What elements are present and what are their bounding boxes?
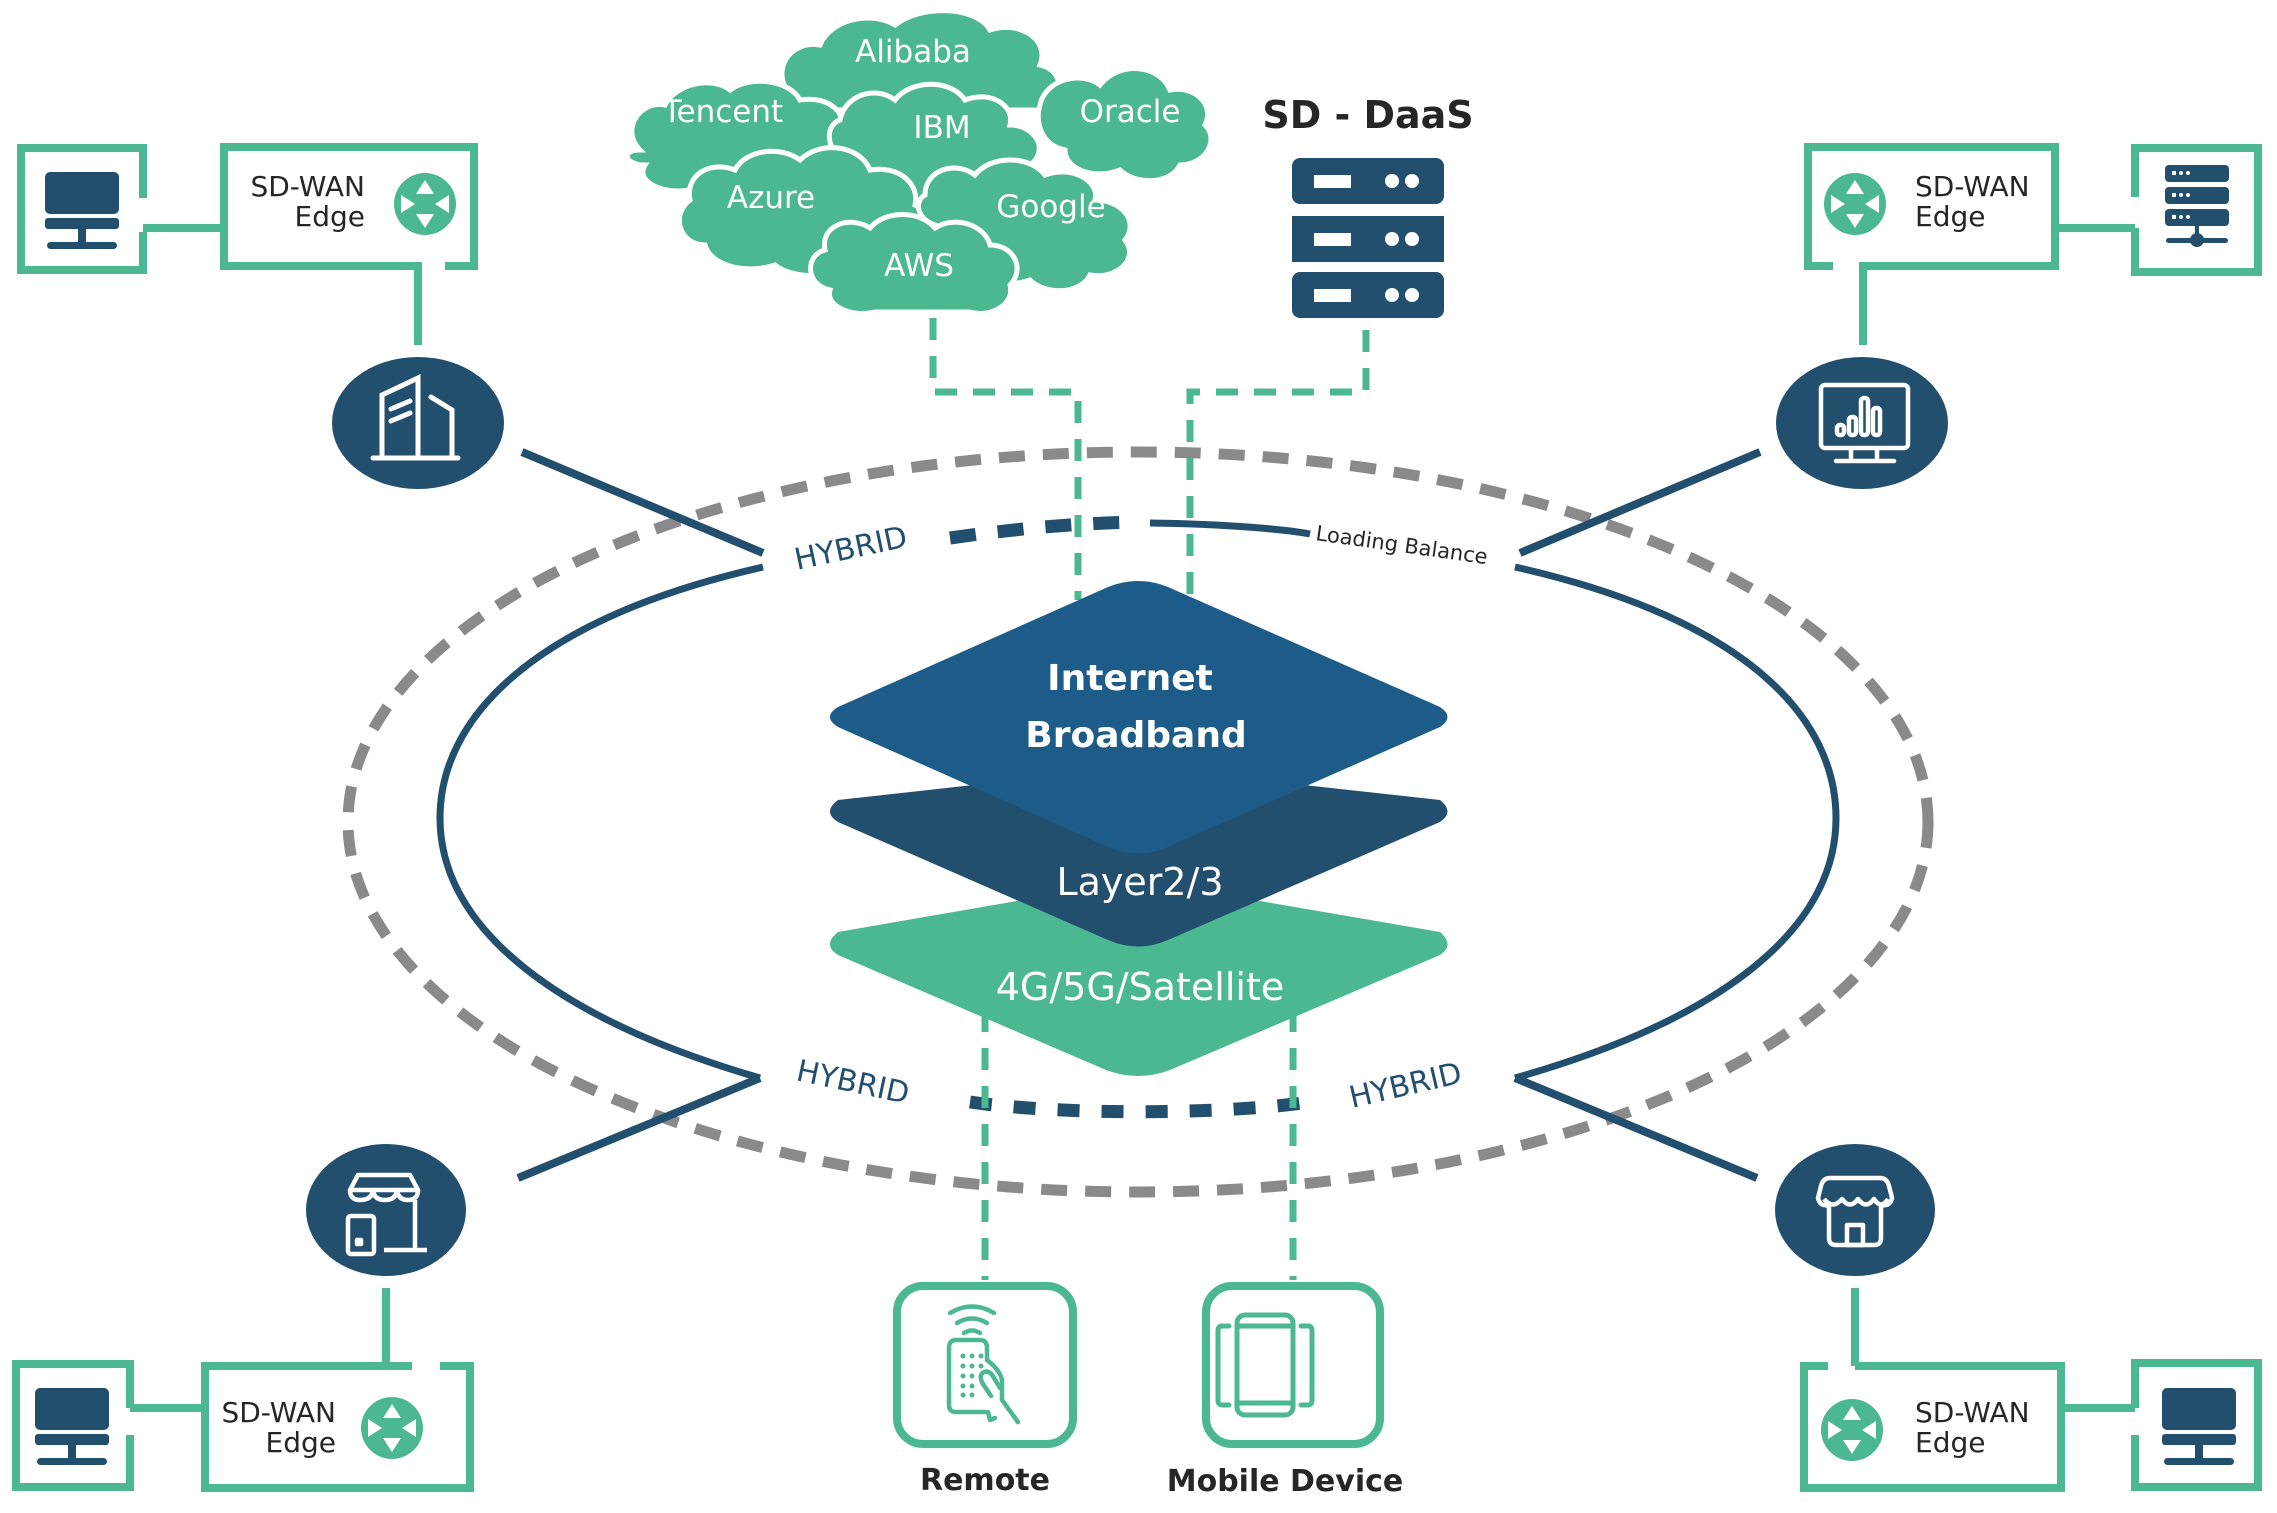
mobile-device-icon [1215, 1312, 1315, 1418]
device-frame [2131, 144, 2262, 276]
device-frame [2131, 1359, 2262, 1491]
endpoint-remote: Remote [893, 1282, 1077, 1498]
cloud-providers [625, 8, 1214, 316]
ring-label-bottom-left: HYBRID [793, 1054, 912, 1112]
cloud-daas-connectors [929, 318, 1370, 1280]
router-icon [394, 173, 456, 235]
device-frame [17, 144, 147, 274]
edge-frame [220, 143, 478, 345]
device-frame [12, 1360, 134, 1491]
site-bottom-right: SD-WAN Edge [1775, 1144, 2262, 1492]
layer-l2l3-label: Layer2/3 [1056, 860, 1223, 904]
cloud-label-ibm: IBM [913, 110, 970, 146]
edge-label-line1: SD-WAN [1915, 1396, 2030, 1429]
edge-label-line2: Edge [1915, 1426, 1985, 1459]
ring-label-top-left: HYBRID [791, 520, 910, 578]
cloud-labels: Alibaba Tencent IBM Oracle Azure Google … [662, 34, 1181, 284]
monitor-icon [2162, 1388, 2236, 1465]
router-icon [361, 1397, 423, 1459]
cloud-label-oracle: Oracle [1080, 94, 1181, 130]
cloud-oracle [1035, 66, 1214, 184]
layer-stack: Internet Broadband Layer2/3 4G/5G/Satell… [830, 581, 1448, 1076]
office-building-icon [370, 374, 461, 461]
cloud-label-aws: AWS [884, 248, 954, 284]
inner-network-ring [436, 515, 1840, 1119]
daas-title: SD - DaaS [1262, 93, 1473, 137]
remote-control-icon [946, 1304, 1021, 1425]
edge-frame [1800, 1362, 2065, 1492]
site-top-left: SD-WAN Edge [17, 143, 504, 489]
layer-cellular-label: 4G/5G/Satellite [996, 965, 1285, 1009]
edge-label-line2: Edge [295, 200, 365, 233]
edge-frame [201, 1362, 474, 1492]
retail-store-mobile-icon [345, 1172, 427, 1257]
layer-l2l3 [830, 764, 1448, 947]
layer-cellular [830, 880, 1448, 1076]
layer-internet [830, 581, 1448, 854]
server-rack-icon [1292, 158, 1444, 318]
router-icon [1824, 173, 1886, 235]
edge-label-line1: SD-WAN [1915, 170, 2030, 203]
edge-label-line2: Edge [1915, 200, 1985, 233]
site-circle [1775, 1144, 1935, 1276]
monitor-icon [35, 1388, 109, 1465]
site-circle [306, 1144, 466, 1276]
cloud-label-google: Google [996, 189, 1105, 225]
site-bottom-left: SD-WAN Edge [12, 1144, 474, 1492]
layer-internet-line2: Broadband [1025, 715, 1246, 756]
site-links [516, 448, 1762, 1182]
endpoint-mobile-label: Mobile Device [1167, 1464, 1404, 1499]
cloud-label-alibaba: Alibaba [855, 34, 971, 70]
cloud-label-tencent: Tencent [662, 94, 783, 130]
endpoint-remote-label: Remote [920, 1463, 1050, 1498]
layer-internet-line1: Internet [1047, 658, 1213, 699]
router-icon [1821, 1399, 1883, 1461]
server-network-icon [2165, 165, 2229, 247]
cloud-aws [808, 212, 1020, 316]
site-top-right: SD-WAN Edge [1776, 143, 2262, 489]
analytics-monitor-icon [1818, 382, 1911, 464]
edge-frame [1804, 143, 2059, 345]
ring-label-bottom-right: HYBRID [1346, 1056, 1465, 1116]
store-icon [1815, 1175, 1895, 1248]
endpoint-mobile: Mobile Device [1167, 1282, 1404, 1499]
monitor-icon [45, 172, 119, 249]
ring-label-top-right: Loading Balance [1314, 521, 1489, 569]
edge-label-line2: Edge [266, 1426, 336, 1459]
cloud-label-azure: Azure [727, 180, 815, 216]
outer-hybrid-ring [342, 446, 1934, 1198]
edge-label-line1: SD-WAN [250, 170, 365, 203]
edge-label-line1: SD-WAN [221, 1396, 336, 1429]
